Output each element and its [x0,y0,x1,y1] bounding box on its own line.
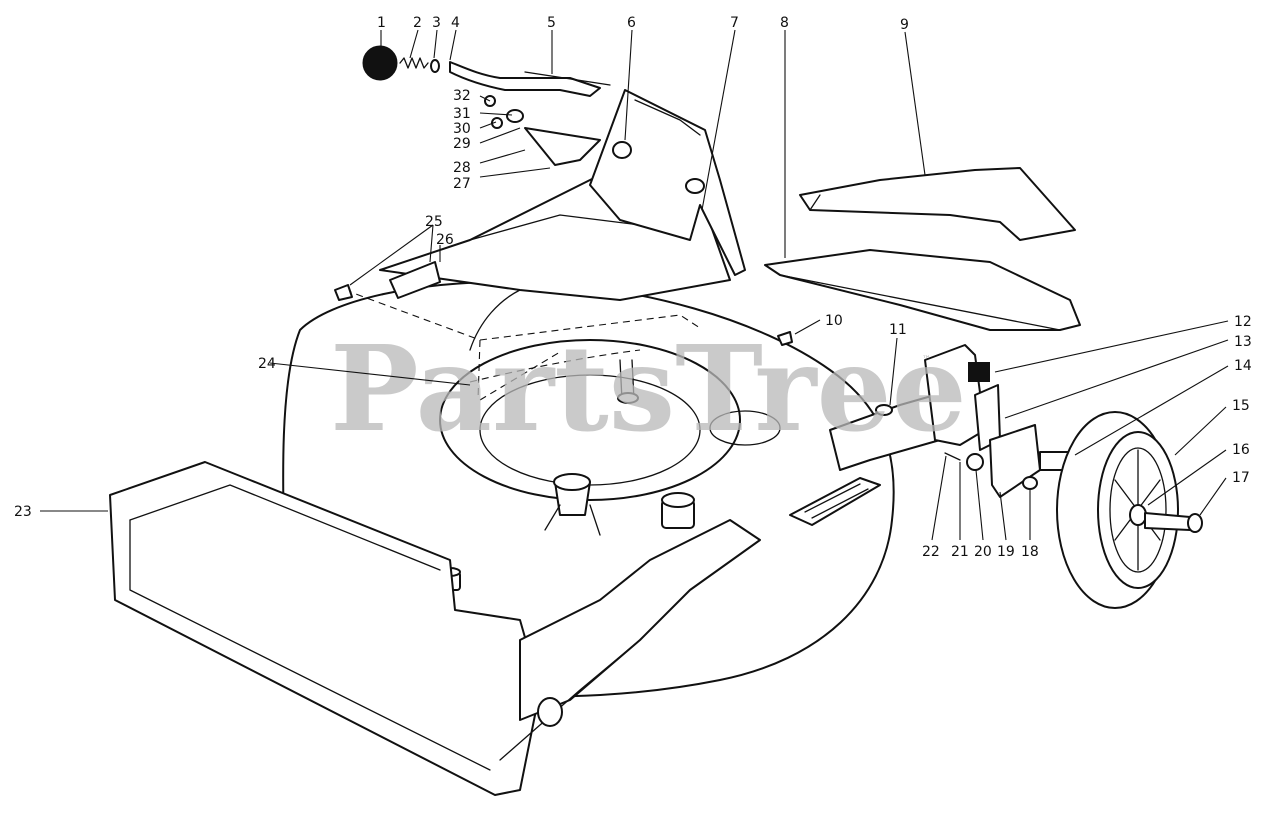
callout-25: 25 [425,214,443,230]
mower-deck-housing [109,174,941,796]
callout-16: 16 [1232,442,1250,458]
callout-20: 20 [974,544,992,560]
callout-28: 28 [453,160,471,176]
callout-26: 26 [436,232,454,248]
knob-icon [362,45,398,81]
callout-12: 12 [1234,314,1252,330]
callout-1: 1 [377,15,386,31]
callout-13: 13 [1234,334,1252,350]
handle-bracket-assembly [362,45,746,276]
callout-11: 11 [889,322,907,338]
callout-8: 8 [780,15,789,31]
callout-10: 10 [825,313,843,329]
callout-30: 30 [453,121,471,137]
trademark-symbol: ™ [922,355,931,365]
callout-17: 17 [1232,470,1250,486]
callout-29: 29 [453,136,471,152]
screw-icon [777,331,793,346]
bolt-icon [334,284,353,301]
plate-icon [389,261,441,299]
callout-7: 7 [730,15,739,31]
callout-31: 31 [453,106,471,122]
callout-3: 3 [432,15,441,31]
wheel-height-adjuster [924,344,1203,609]
callout-32: 32 [453,88,471,104]
callout-4: 4 [451,15,460,31]
callout-27: 27 [453,176,471,192]
leader-lines [40,29,1229,541]
callout-2: 2 [413,15,422,31]
callout-5: 5 [547,15,556,31]
callout-9: 9 [900,17,909,33]
grass-deflector-parts [764,167,1081,331]
callout-6: 6 [627,15,636,31]
callout-18: 18 [1021,544,1039,560]
watermark-text: PartsTree [330,319,967,458]
callout-22: 22 [922,544,940,560]
callout-23: 23 [14,504,32,520]
callout-21: 21 [951,544,969,560]
callout-labels: 1 2 3 4 5 6 7 8 9 10 11 12 13 14 15 16 1… [14,15,1252,560]
callout-24: 24 [258,356,276,372]
callout-14: 14 [1234,358,1252,374]
callout-15: 15 [1232,398,1250,414]
callout-19: 19 [997,544,1015,560]
